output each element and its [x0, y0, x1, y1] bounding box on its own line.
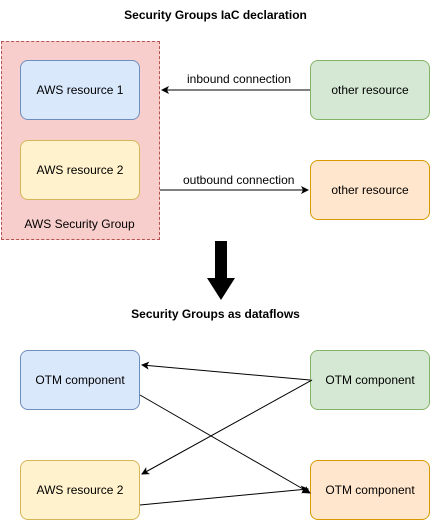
otm-component-right-top-node[interactable]: OTM component: [310, 350, 430, 410]
otm-component-left-node[interactable]: OTM component: [20, 350, 140, 410]
aws-resource-1-label: AWS resource 1: [36, 83, 124, 97]
inbound-connection-label: inbound connection: [186, 72, 293, 86]
aws-resource-1-node[interactable]: AWS resource 1: [20, 60, 140, 120]
dataflow-yellow-to-orange: [139, 485, 309, 506]
aws-resource-2-node[interactable]: AWS resource 2: [20, 140, 140, 200]
dataflow-green-to-blue: [141, 361, 311, 381]
otm-component-right-bottom-label: OTM component: [325, 483, 415, 497]
otm-component-right-top-label: OTM component: [325, 373, 415, 387]
aws-resource-2-bottom-node[interactable]: AWS resource 2: [20, 460, 140, 520]
outbound-connection-label: outbound connection: [182, 173, 296, 187]
other-resource-top-node[interactable]: other resource: [310, 60, 430, 120]
otm-component-right-bottom-node[interactable]: OTM component: [310, 460, 430, 520]
security-group-label: AWS Security Group: [24, 217, 135, 231]
aws-resource-2-label: AWS resource 2: [36, 163, 124, 177]
top-title: Security Groups IaC declaration: [124, 8, 307, 22]
other-resource-top-label: other resource: [331, 83, 409, 97]
other-resource-bottom-label: other resource: [331, 183, 409, 197]
dataflow-blue-to-orange: [139, 394, 311, 494]
transform-down-arrow: [207, 241, 235, 300]
aws-resource-2-bottom-label: AWS resource 2: [36, 483, 124, 497]
dataflow-green-to-yellow: [141, 379, 313, 475]
bottom-title: Security Groups as dataflows: [131, 307, 300, 321]
other-resource-bottom-node[interactable]: other resource: [310, 160, 430, 220]
otm-component-left-label: OTM component: [35, 373, 125, 387]
